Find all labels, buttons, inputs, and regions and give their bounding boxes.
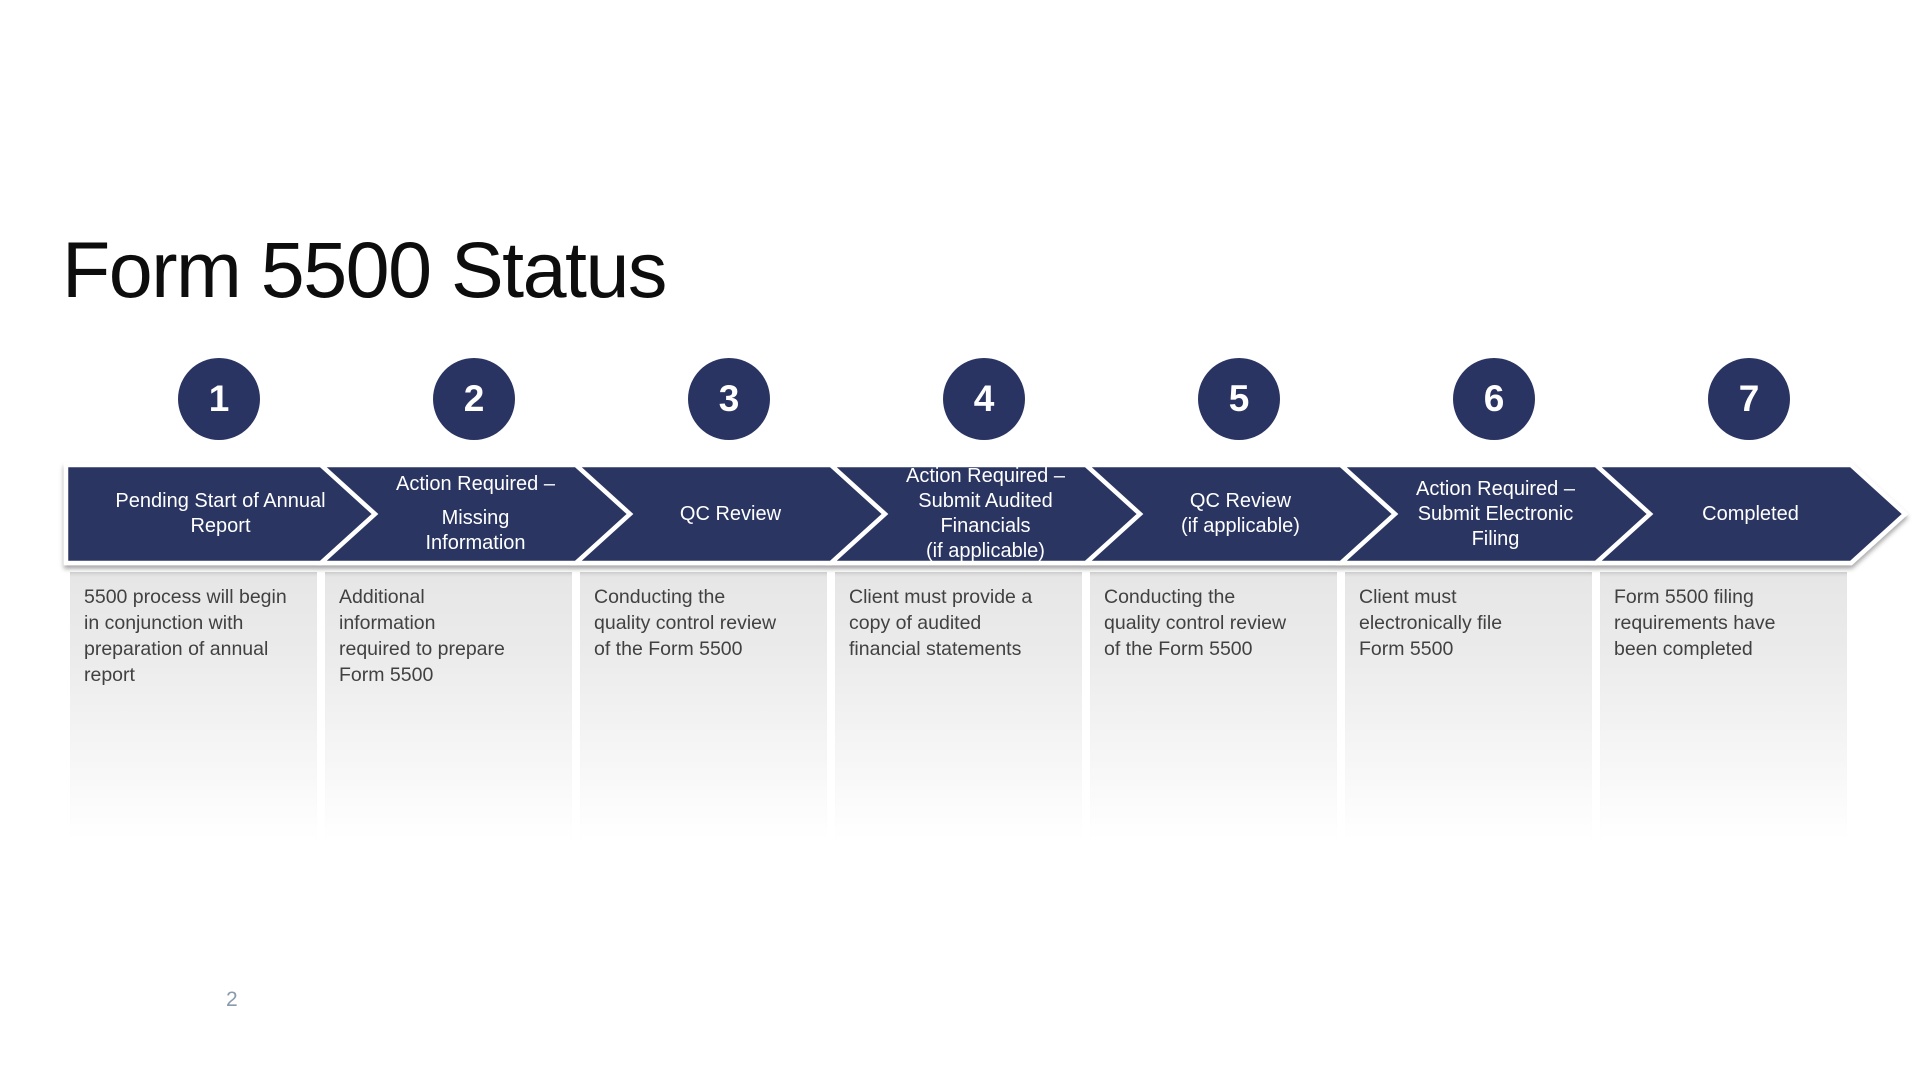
arrow-shape-7 — [1590, 462, 1909, 566]
arrow-label-line: Financials — [940, 515, 1031, 537]
arrow-label-line: Action Required – — [1416, 477, 1575, 500]
arrow-label-5: QC Review (if applicable) — [1140, 465, 1341, 563]
arrow-label-3: QC Review — [630, 465, 831, 563]
arrow-label-2: Action Required – Missing Information — [375, 465, 576, 563]
arrow-label-7: Completed — [1650, 465, 1851, 563]
step-description-4: Client must provide a copy of audited fi… — [835, 572, 1082, 840]
step-circle-4: 4 — [943, 358, 1025, 440]
step-circle-2: 2 — [433, 358, 515, 440]
step-number: 7 — [1738, 378, 1760, 419]
arrow-label-line: Submit Electronic — [1417, 502, 1574, 525]
arrow-label-line: Action Required – — [396, 473, 555, 495]
step-number: 5 — [1228, 378, 1250, 419]
step-description-3: Conducting the quality control review of… — [580, 572, 827, 840]
arrow-label-line: QC Review — [679, 502, 782, 525]
arrow-label-line: Action Required – — [906, 465, 1065, 487]
arrow-label-1: Pending Start of Annual Report — [115, 465, 325, 563]
step-description-1: 5500 process will begin in conjunction w… — [70, 572, 317, 840]
step-circle-6: 6 — [1453, 358, 1535, 440]
step-number: 3 — [718, 378, 740, 419]
step-description-7: Form 5500 filing requirements have been … — [1600, 572, 1847, 840]
arrow-label-line: (if applicable) — [926, 540, 1045, 562]
arrow-label-line: Report — [190, 515, 251, 537]
arrow-label-line: Filing — [1471, 527, 1520, 550]
step-description-5: Conducting the quality control review of… — [1090, 572, 1337, 840]
step-circle-5: 5 — [1198, 358, 1280, 440]
step-circle-3: 3 — [688, 358, 770, 440]
step-circle-1: 1 — [178, 358, 260, 440]
arrow-label-line: (if applicable) — [1181, 515, 1300, 537]
slide-title: Form 5500 Status — [62, 225, 667, 314]
arrow-label-line: Missing — [441, 507, 510, 529]
step-description-2: Additional information required to prepa… — [325, 572, 572, 840]
step-circle-7: 7 — [1708, 358, 1790, 440]
step-number: 1 — [208, 378, 230, 419]
arrow-label-line: Pending Start of Annual — [115, 490, 326, 512]
step-number: 4 — [973, 378, 995, 419]
arrow-label-6: Action Required – Submit Electronic Fili… — [1395, 465, 1596, 563]
arrow-label-line: Completed — [1702, 502, 1799, 525]
arrow-label-4: Action Required – Submit Audited Financi… — [885, 465, 1086, 563]
page-number: 2 — [226, 988, 238, 1011]
process-arrow-band — [63, 462, 1909, 566]
step-description-6: Client must electronically file Form 550… — [1345, 572, 1592, 840]
step-number: 2 — [463, 378, 485, 419]
arrow-label-line: QC Review — [1189, 490, 1292, 512]
arrow-label-line: Submit Audited — [918, 490, 1053, 512]
step-number: 6 — [1483, 378, 1505, 419]
arrow-label-line: Information — [425, 532, 526, 554]
